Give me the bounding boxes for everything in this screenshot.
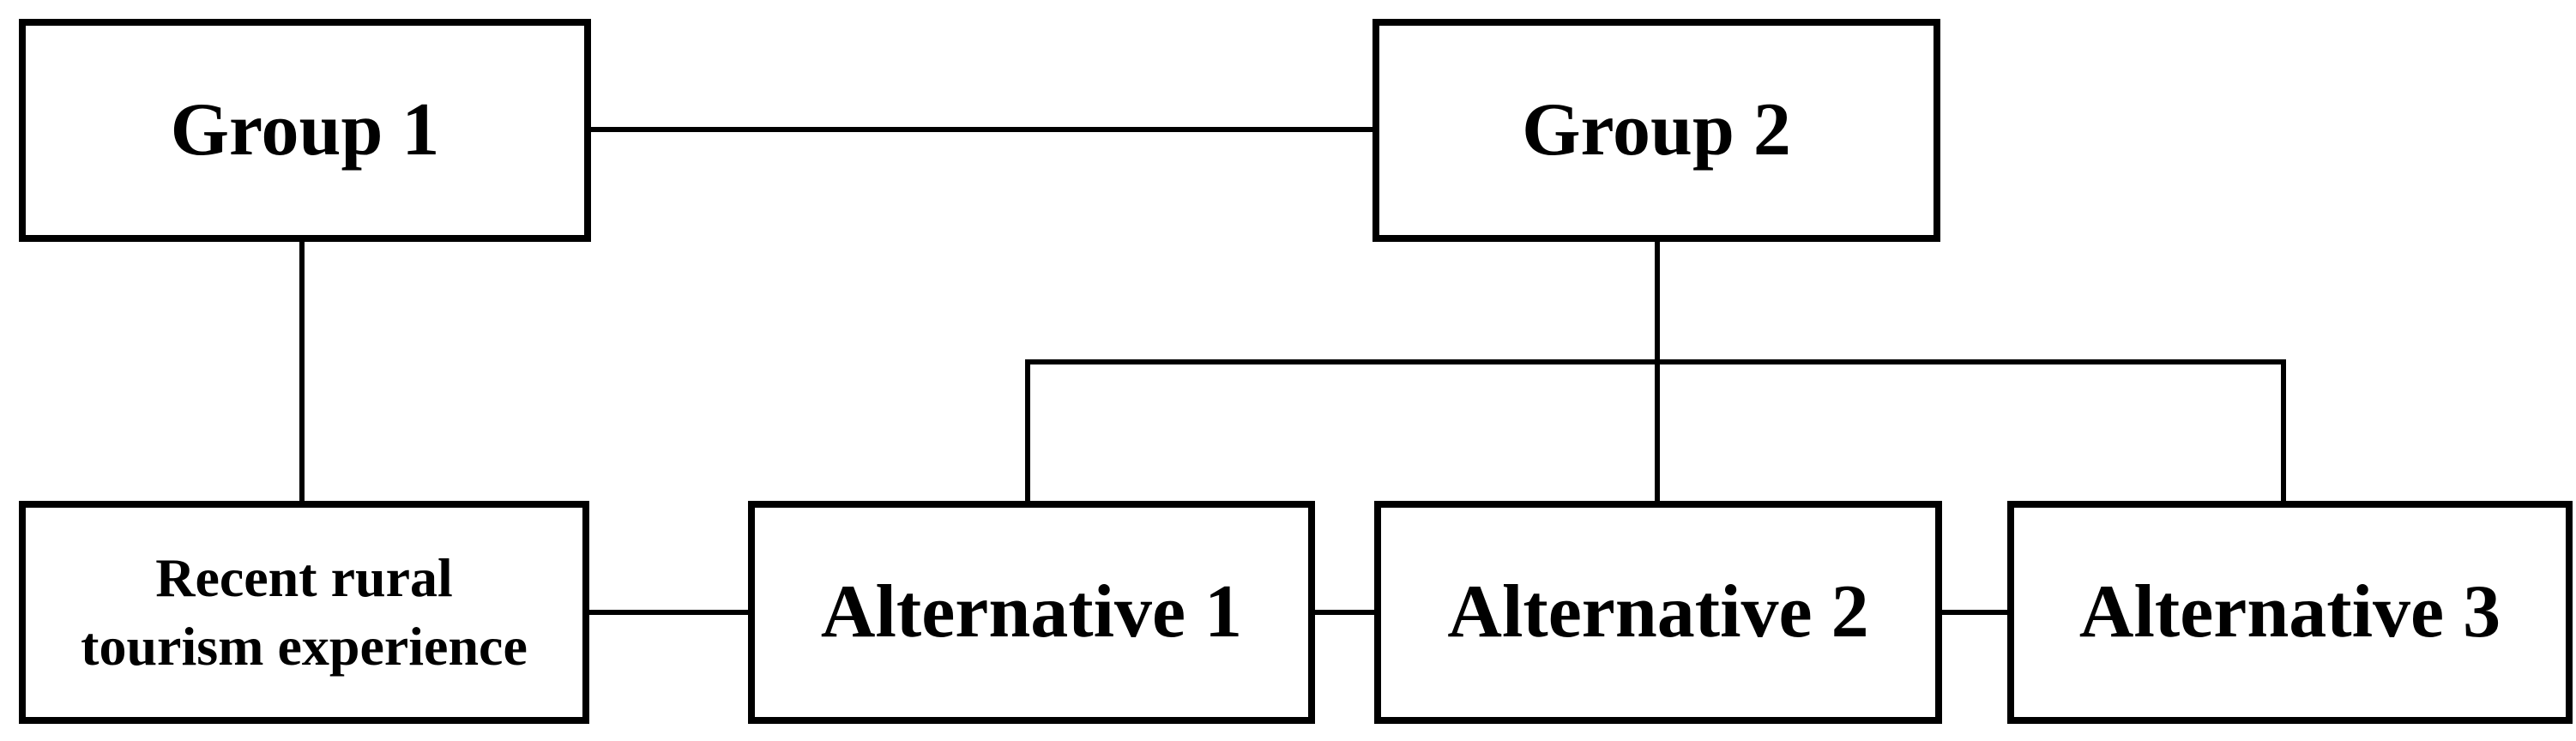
edge-alternative1-alternative2 [1315,610,1374,615]
node-group1-label: Group 1 [170,87,440,172]
edge-recent-alternative1 [589,610,748,615]
node-alternative2-label: Alternative 2 [1447,569,1869,654]
edge-alternatives-manifold [1025,359,2286,364]
edge-group1-recent-experience [299,242,305,501]
edge-manifold-alternative1 [1025,359,1030,501]
node-group1: Group 1 [19,19,591,242]
node-alternative1: Alternative 1 [748,501,1315,724]
node-recent-rural-tourism-experience-label: Recent rural tourism experience [81,547,528,677]
edge-group2-alternative2 [1655,242,1660,501]
node-group2-label: Group 2 [1522,87,1791,172]
node-recent-rural-tourism-experience: Recent rural tourism experience [19,501,589,724]
node-alternative3-label: Alternative 3 [2078,569,2501,654]
node-alternative3: Alternative 3 [2007,501,2573,724]
node-group2: Group 2 [1372,19,1940,242]
edge-alternative2-alternative3 [1942,610,2007,615]
edge-group1-group2 [591,127,1372,132]
edge-manifold-alternative3 [2281,359,2286,501]
node-alternative2: Alternative 2 [1374,501,1942,724]
node-alternative1-label: Alternative 1 [820,569,1243,654]
